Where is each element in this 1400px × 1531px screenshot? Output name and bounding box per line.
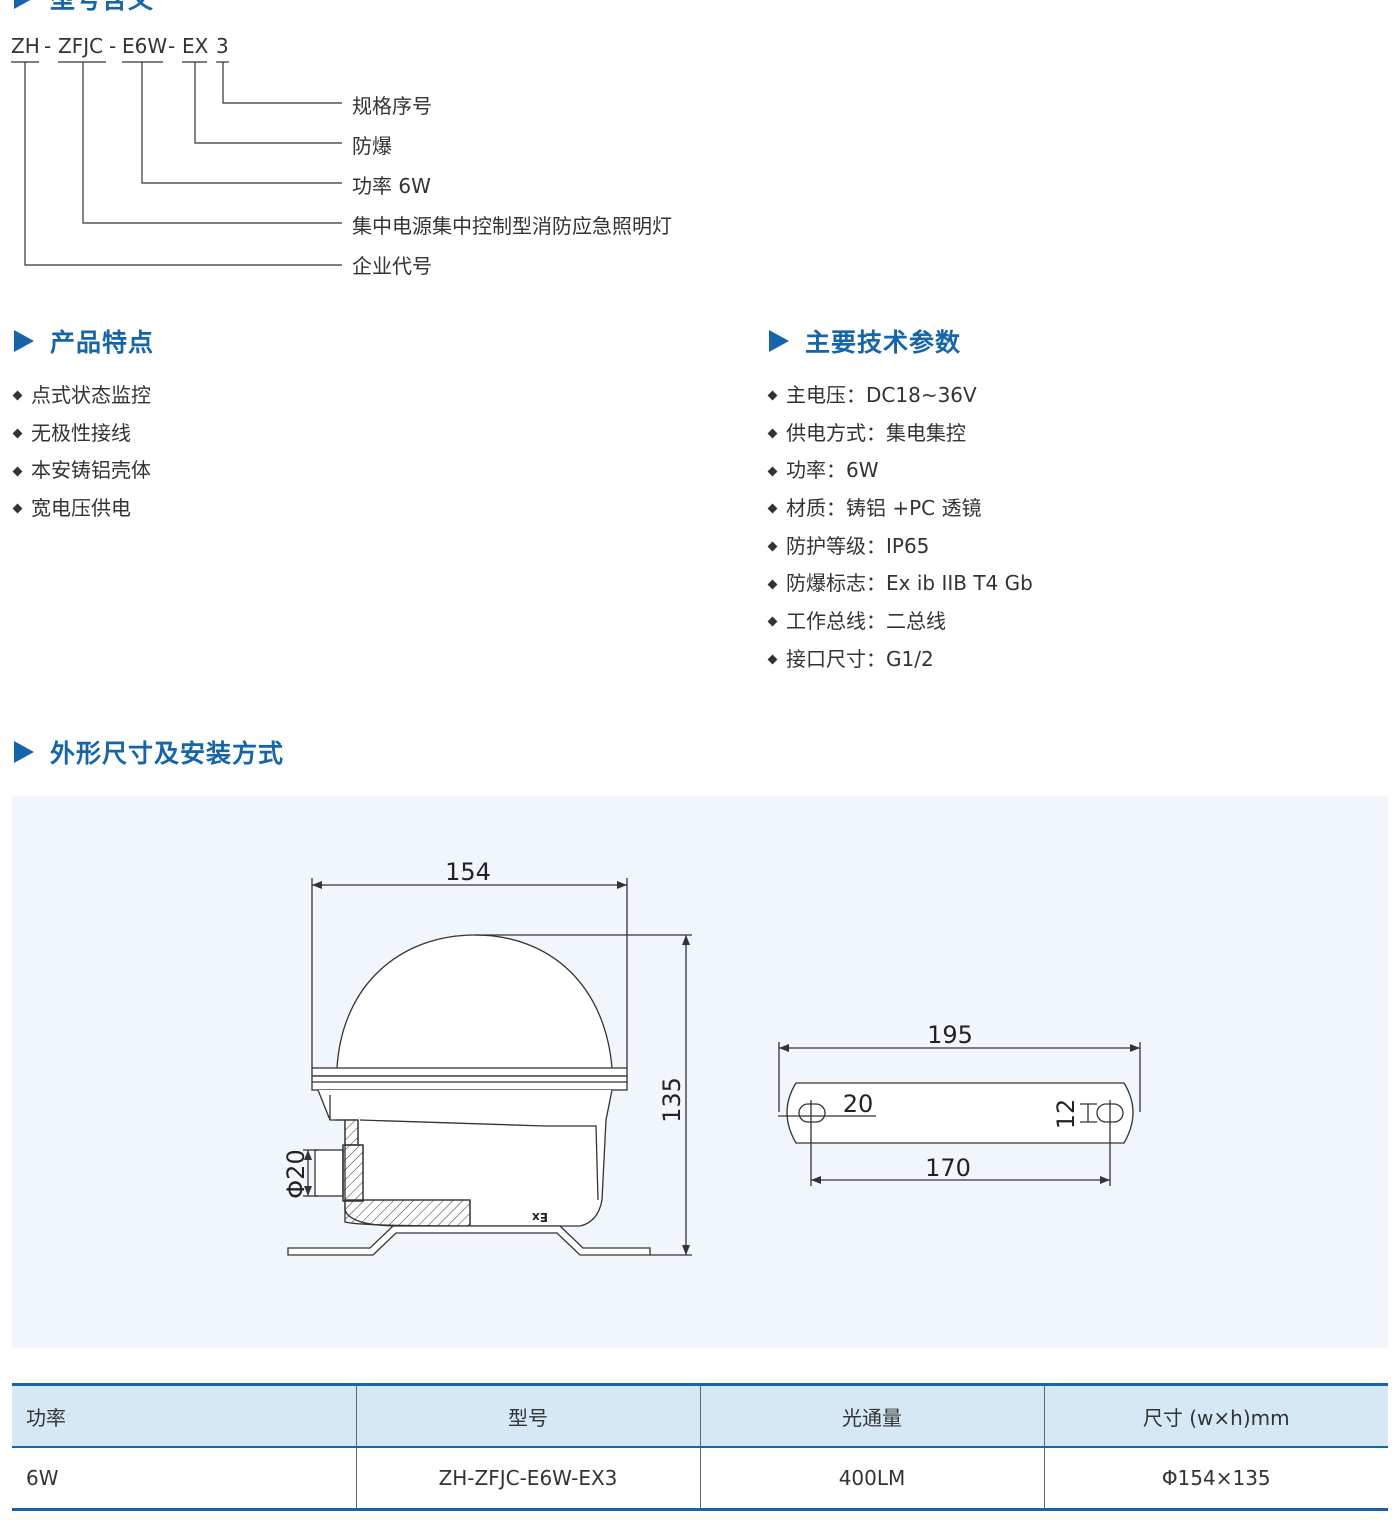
dimension-conduit-label: Φ20 [282,1149,310,1198]
list-item: 本安铸铝壳体 [10,452,151,490]
diamond-bullet-icon [767,541,778,552]
code-separator: - [168,34,176,58]
code-separator: - [44,34,52,58]
dimension-width-label: 154 [445,858,491,886]
col-header-size: 尺寸 (w×h)mm [1043,1384,1388,1447]
features-list: 点式状态监控 无极性接线 本安铸铝壳体 宽电压供电 [10,377,151,528]
list-item: 供电方式：集电集控 [765,415,1033,453]
diamond-bullet-icon [767,466,778,477]
code-part-type: ZFJC [58,34,104,58]
label-product-type: 集中电源集中控制型消防应急照明灯 [352,214,672,238]
technical-drawing-panel [12,796,1388,1348]
code-part-spec: 3 [216,34,229,58]
list-item: 防护等级：IP65 [765,528,1033,566]
table-header-row: 功率 型号 光通量 尺寸 (w×h)mm [12,1384,1388,1447]
bracket-top-view [778,1042,1141,1186]
label-company-code: 企业代号 [352,254,432,278]
table-row: 6W ZH-ZFJC-E6W-EX3 400LM Φ154×135 [12,1447,1388,1510]
diamond-bullet-icon [767,617,778,627]
cell-model: ZH-ZFJC-E6W-EX3 [355,1447,701,1510]
ex-mark-label: Ex [532,1210,548,1224]
list-item: 宽电压供电 [10,490,151,528]
code-separator: - [109,34,117,58]
col-header-power: 功率 [12,1384,357,1447]
diamond-bullet-icon [12,466,23,477]
model-code-leader-lines [11,61,342,266]
diamond-bullet-icon [12,503,23,514]
diamond-bullet-icon [12,390,23,401]
dimension-hole-length-label: 20 [843,1090,874,1118]
dimension-height-label: 135 [658,1077,686,1123]
list-item: 防爆标志：Ex ib IIB T4 Gb [765,565,1033,603]
tech-params-title: 主要技术参数 [769,323,961,359]
diamond-bullet-icon [767,390,778,401]
list-item: 主电压：DC18~36V [765,377,1033,415]
list-item: 点式状态监控 [10,377,151,415]
tech-params-list: 主电压：DC18~36V 供电方式：集电集控 功率：6W 材质：铸铝 +PC 透… [765,377,1033,679]
label-spec-number: 规格序号 [352,94,432,118]
dimension-hole-spacing-label: 170 [925,1154,971,1182]
list-item: 接口尺寸：G1/2 [765,641,1033,679]
diamond-bullet-icon [767,654,778,665]
triangle-icon [14,741,34,763]
code-part-explosion: EX [182,34,209,58]
cell-power: 6W [12,1447,357,1510]
lamp-side-view [287,878,692,1256]
technical-drawing: 154 135 Φ20 Ex 195 170 20 12 [282,858,1141,1256]
list-item: 材质：铸铝 +PC 透镜 [765,490,1033,528]
code-part-power: E6W [122,34,168,58]
triangle-icon [14,330,34,352]
dimension-hole-width-label: 12 [1052,1099,1080,1130]
triangle-icon [769,330,789,352]
list-item: 无极性接线 [10,415,151,453]
cell-luminous-flux: 400LM [699,1447,1045,1510]
cell-size: Φ154×135 [1043,1447,1388,1510]
label-explosion-proof: 防爆 [352,134,392,158]
list-item: 工作总线：二总线 [765,603,1033,641]
list-item: 功率：6W [765,452,1033,490]
dimension-bracket-length-label: 195 [927,1021,973,1049]
col-header-model: 型号 [355,1384,701,1447]
diamond-bullet-icon [767,428,778,439]
diamond-bullet-icon [767,579,778,590]
model-naming-title: 型号含义 [14,0,154,16]
triangle-icon [14,0,34,9]
col-header-luminous-flux: 光通量 [699,1384,1045,1447]
spec-table: 功率 型号 光通量 尺寸 (w×h)mm 6W ZH-ZFJC-E6W-EX3 … [12,1383,1388,1511]
features-title: 产品特点 [14,323,154,359]
code-part-company: ZH [11,34,40,58]
diamond-bullet-icon [767,503,778,514]
dimensions-title: 外形尺寸及安装方式 [14,734,284,770]
diamond-bullet-icon [12,428,23,439]
label-power: 功率 6W [352,174,431,198]
